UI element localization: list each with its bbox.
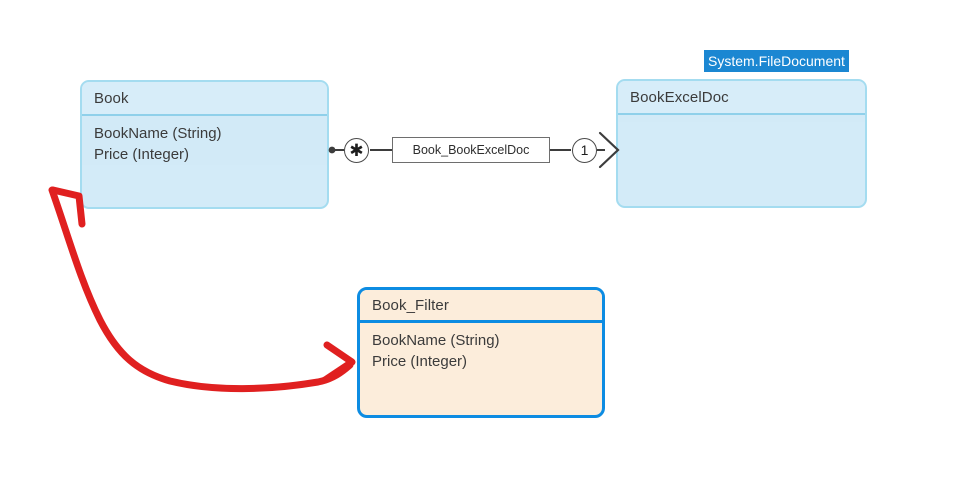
- annotation-arrowhead-end: [321, 341, 356, 384]
- entity-bookexceldoc-attributes: [618, 115, 865, 122]
- entity-book-attributes: BookName (String) Price (Integer): [82, 116, 327, 165]
- entity-bookexceldoc[interactable]: BookExcelDoc: [616, 79, 867, 208]
- multiplicity-source-many: ✱: [344, 138, 369, 163]
- tooltip-badge-system-filedocument: System.FileDocument: [704, 50, 849, 72]
- entity-book-filter-attributes: BookName (String) Price (Integer): [360, 323, 602, 372]
- entity-book-filter[interactable]: Book_Filter BookName (String) Price (Int…: [357, 287, 605, 418]
- attribute-row: Price (Integer): [94, 146, 190, 163]
- multiplicity-target-one: 1: [572, 138, 597, 163]
- annotation-stroke: [48, 186, 354, 393]
- entity-book-title: Book: [82, 82, 327, 116]
- annotation-arrowhead-start: [49, 186, 86, 228]
- attribute-row: BookName (String): [94, 125, 222, 142]
- entity-book[interactable]: Book BookName (String) Price (Integer): [80, 80, 329, 209]
- attribute-row: Price (Integer): [372, 353, 468, 370]
- entity-book-filter-title: Book_Filter: [360, 290, 602, 323]
- association-label[interactable]: Book_BookExcelDoc: [392, 137, 550, 163]
- association-source-dot: [328, 146, 336, 154]
- attribute-row: BookName (String): [372, 332, 500, 349]
- entity-bookexceldoc-title: BookExcelDoc: [618, 81, 865, 115]
